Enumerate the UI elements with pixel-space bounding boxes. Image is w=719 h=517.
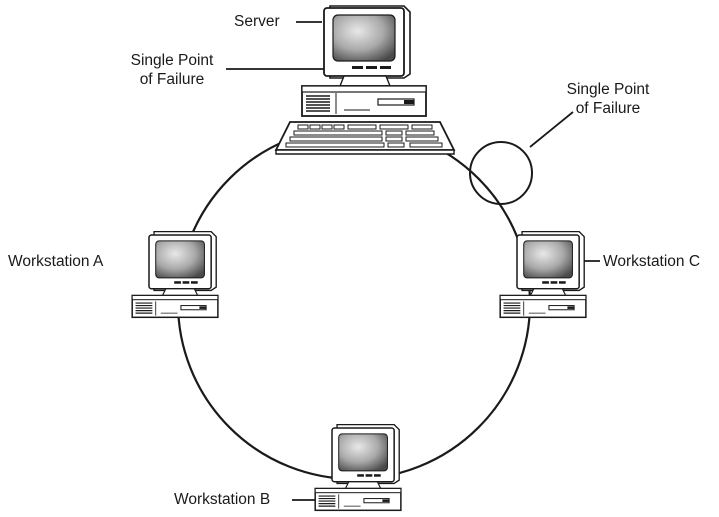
workstation-c-label: Workstation C: [603, 253, 701, 270]
spof-ring-label-line2: of Failure: [575, 100, 641, 117]
workstation-b-label: Workstation B: [174, 491, 271, 508]
spof-ring-label: Single Point of Failure: [556, 80, 660, 118]
server-label: Server: [234, 13, 280, 30]
workstation-a-label: Workstation A: [8, 253, 104, 270]
workstation-c-computer-icon: [499, 230, 587, 319]
spof-server-label-line2: of Failure: [139, 71, 205, 88]
server-computer-icon: [274, 5, 456, 155]
workstation-a-computer-icon: [131, 230, 219, 319]
spof-server-label-line1: Single Point: [130, 52, 214, 69]
spof-server-label: Single Point of Failure: [120, 51, 224, 89]
spof-ring-label-line1: Single Point: [566, 81, 650, 98]
failure-point-circle: [469, 141, 533, 205]
spof-ring-leader-line: [529, 111, 574, 148]
workstation-b-computer-icon: [314, 423, 402, 512]
